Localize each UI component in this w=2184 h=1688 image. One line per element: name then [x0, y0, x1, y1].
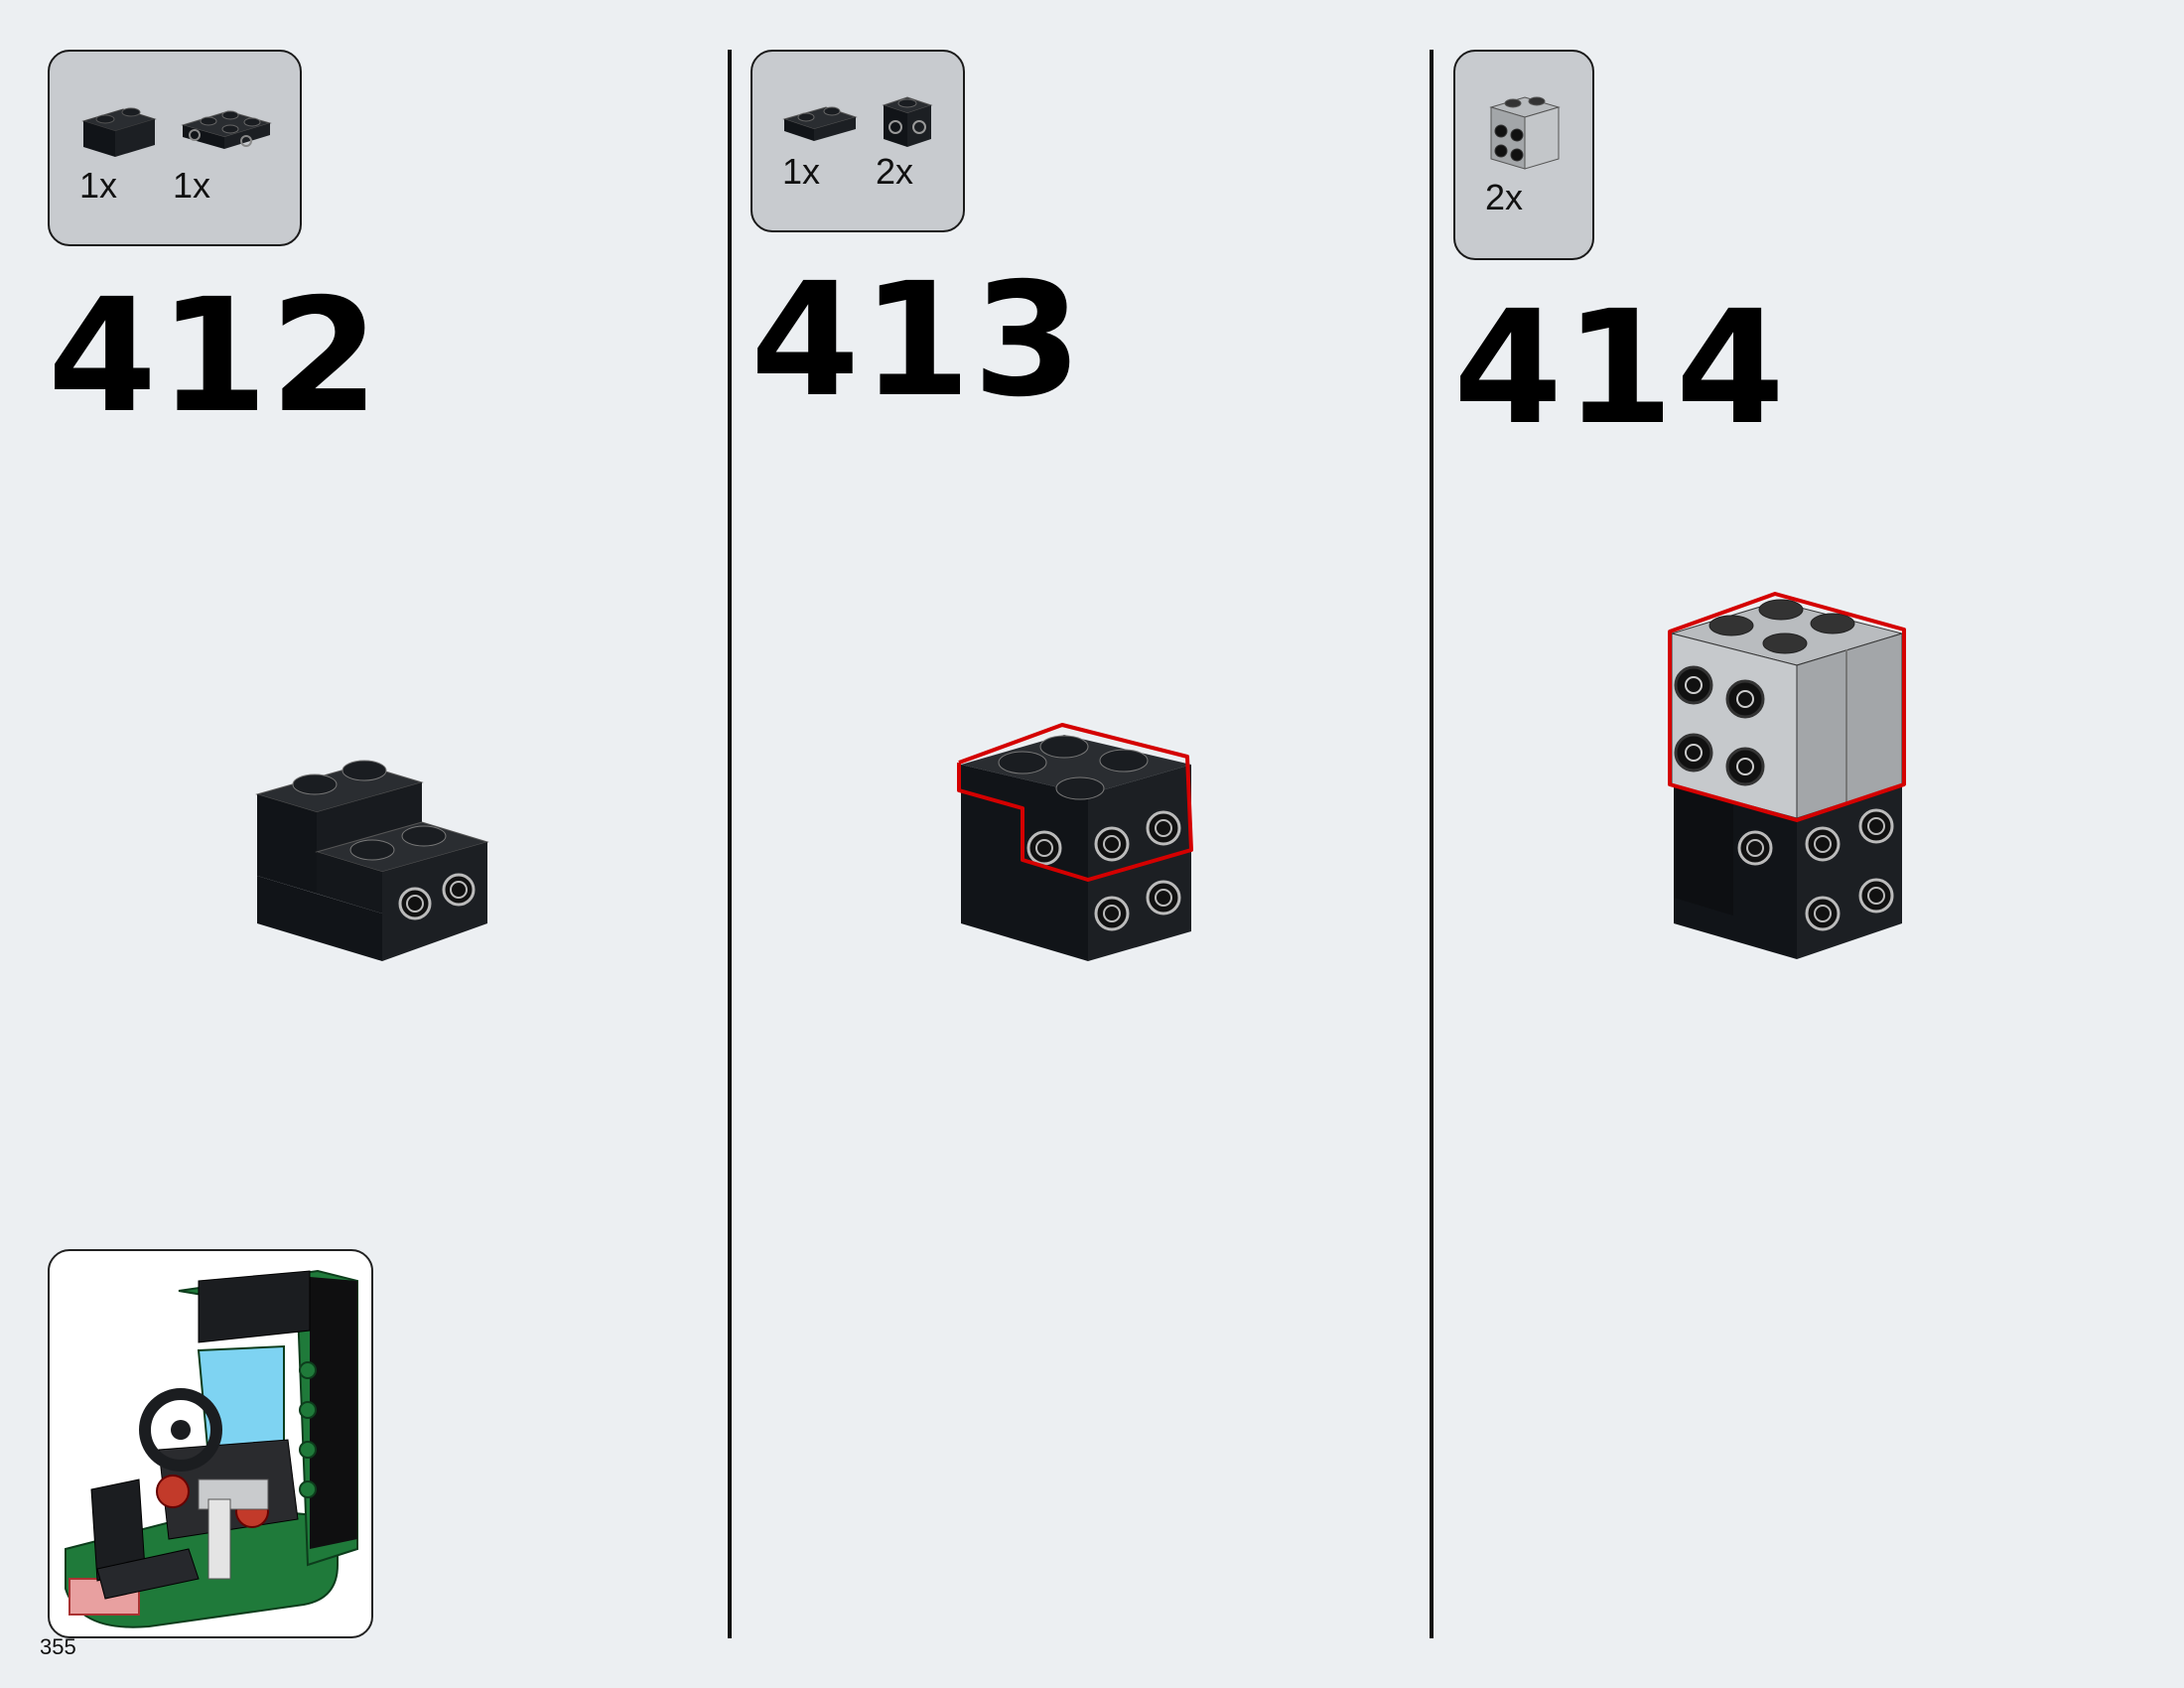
- assembly-model-413: [957, 723, 1193, 961]
- step-number: 414: [1453, 277, 1787, 460]
- parts-list-box: 1x 1x: [48, 50, 302, 246]
- brick-1x2-studs-side-icon: [1489, 96, 1561, 170]
- bracket-plate-icon: [181, 110, 272, 149]
- part-quantity: 2x: [1485, 177, 1524, 217]
- assembly-model-414: [1668, 592, 1906, 959]
- step-divider-2: [1430, 50, 1433, 1638]
- parts-list-box: 2x: [1453, 50, 1594, 260]
- part-quantity: 1x: [782, 151, 821, 192]
- step-number: 413: [751, 249, 1084, 432]
- part-quantity: 2x: [876, 151, 914, 192]
- part-quantity: 1x: [173, 165, 211, 206]
- model-preview-box: [48, 1249, 373, 1638]
- step-divider-1: [728, 50, 732, 1638]
- part-quantity: 1x: [79, 165, 118, 206]
- step-number: 412: [48, 265, 381, 448]
- brick-1x2-icon: [81, 107, 157, 157]
- page-number: 355: [40, 1634, 76, 1659]
- brick-1x1-studs-side-icon: [882, 96, 933, 147]
- parts-list-box: 1x 2x: [751, 50, 965, 232]
- assembly-model-412: [255, 760, 489, 961]
- arcade-cabinet-preview-image: [65, 1269, 358, 1628]
- plate-1x2-icon: [782, 106, 858, 141]
